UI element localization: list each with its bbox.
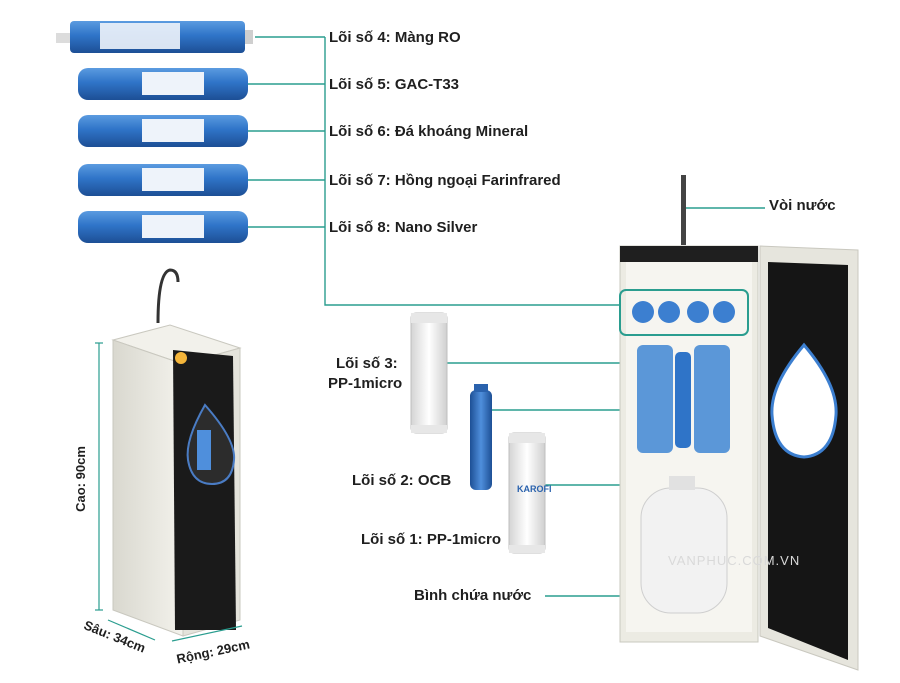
label-filter-7: Lõi số 7: Hồng ngoại Farinfrared (329, 172, 561, 189)
label-filter-5: Lõi số 5: GAC-T33 (329, 76, 460, 93)
installed-filters-bottom (637, 345, 730, 453)
label-filter-3-line1: Lõi số 3: (336, 355, 398, 372)
open-cabinet (619, 175, 859, 671)
filter-1-pp (508, 432, 546, 554)
label-filter-2: Lõi số 2: OCB (352, 472, 452, 489)
filter-5-gac (78, 68, 248, 100)
filter-3-pp (410, 312, 448, 434)
filter-2-ocb (470, 384, 492, 490)
label-water-tank: Bình chứa nước (414, 587, 532, 604)
filter-6-mineral (78, 115, 248, 147)
compact-cabinet (111, 268, 242, 637)
filter-4-ro-membrane (56, 21, 253, 53)
label-filter-8: Lõi số 8: Nano Silver (329, 219, 478, 236)
filter-8-nano-silver (78, 211, 248, 243)
label-filter-4: Lõi số 4: Màng RO (329, 29, 461, 46)
installed-filters-top (632, 301, 735, 323)
dimension-lines (95, 342, 243, 642)
brand-logo-text: KAROFI (517, 484, 552, 494)
label-filter-6: Lõi số 6: Đá khoáng Mineral (329, 123, 529, 140)
label-filter-3-line2: PP-1micro (328, 375, 403, 392)
label-filter-1: Lõi số 1: PP-1micro (361, 531, 502, 548)
label-faucet: Vòi nước (769, 197, 836, 214)
label-height: Cao: 90cm (72, 446, 88, 512)
water-tank (640, 476, 728, 614)
watermark: VANPHUC.COM.VN (668, 553, 801, 568)
filter-7-farinfrared (78, 164, 248, 196)
